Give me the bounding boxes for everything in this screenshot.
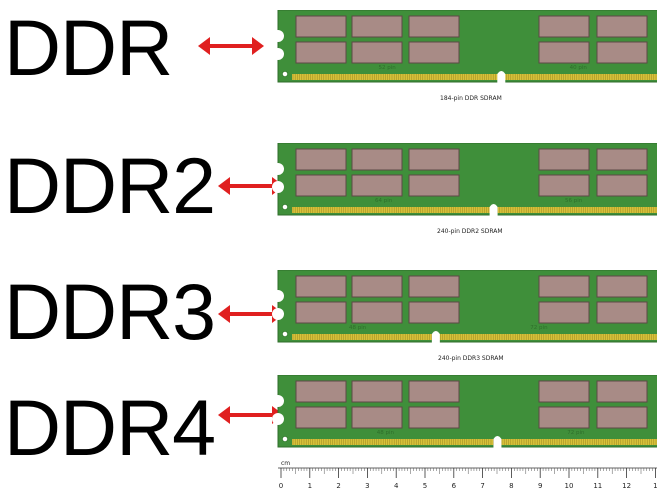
memory-chip [538, 301, 590, 324]
ram-module-board: 64 pin 56 pin [272, 143, 657, 216]
memory-chip [596, 406, 648, 429]
memory-chip [351, 148, 403, 171]
ruler-tick-label: 5 [423, 482, 427, 490]
ruler-tick-label: 4 [394, 482, 399, 490]
double-arrow-icon [198, 37, 264, 55]
ddr2-module: 64 pin 56 pin [272, 143, 657, 221]
ddr4-module: 48 pin 72 pin [272, 375, 657, 453]
ruler-tick-label: 7 [480, 482, 484, 490]
memory-chip [408, 301, 460, 324]
memory-chip [596, 174, 648, 197]
memory-chip [596, 301, 648, 324]
ruler-tick-label: 12 [622, 482, 631, 490]
memory-chip [408, 275, 460, 298]
ddr-caption: 184-pin DDR SDRAM [440, 95, 502, 102]
ruler-tick-label: 11 [593, 482, 602, 490]
ruler-tick-label: 8 [509, 482, 513, 490]
ruler-unit: cm [281, 460, 290, 467]
ram-module-board: 52 pin 40 pin [272, 10, 657, 83]
ruler-tick-label: 9 [538, 482, 542, 490]
key-notch [497, 71, 506, 83]
ddr-label: DDR [4, 3, 173, 92]
memory-chip [351, 301, 403, 324]
memory-chip [295, 275, 347, 298]
ruler-tick-label: 0 [279, 482, 283, 490]
memory-chip [295, 380, 347, 403]
memory-chip [538, 174, 590, 197]
gold-contacts [292, 74, 657, 80]
memory-chip [351, 174, 403, 197]
memory-chip [295, 301, 347, 324]
memory-chip [596, 148, 648, 171]
ruler-tick-label: 6 [452, 482, 457, 490]
memory-chip [408, 174, 460, 197]
memory-chip [351, 41, 403, 64]
right-pin-count: 72 pin [530, 325, 548, 331]
key-notch [489, 204, 498, 216]
ddr3-label: DDR3 [4, 267, 216, 356]
right-pin-count: 72 pin [567, 430, 585, 436]
memory-chip [538, 15, 590, 38]
ddr-module: 52 pin 40 pin [272, 10, 657, 88]
ruler-tick-label: 2 [336, 482, 340, 490]
ddr3-caption: 240-pin DDR3 SDRAM [438, 355, 504, 362]
memory-chip [295, 148, 347, 171]
memory-chip [351, 15, 403, 38]
ruler-tick-label: 1 [653, 482, 657, 490]
left-pin-count: 48 pin [377, 430, 395, 436]
gold-contacts [292, 334, 657, 340]
memory-chip [295, 41, 347, 64]
memory-chip [538, 41, 590, 64]
right-pin-count: 56 pin [565, 198, 583, 204]
ddr3-module: 48 pin 72 pin [272, 270, 657, 348]
memory-chip [295, 174, 347, 197]
ddr2-label: DDR2 [4, 141, 216, 230]
memory-chip [351, 275, 403, 298]
ddr2-caption: 240-pin DDR2 SDRAM [437, 228, 503, 235]
key-notch [431, 331, 440, 343]
memory-chip [408, 148, 460, 171]
ddr4-label: DDR4 [4, 383, 216, 472]
memory-chip [351, 406, 403, 429]
left-pin-count: 48 pin [349, 325, 367, 331]
ram-module-board: 48 pin 72 pin [272, 270, 657, 343]
memory-chip [538, 275, 590, 298]
gold-contacts [292, 207, 657, 213]
memory-chip [408, 406, 460, 429]
memory-chip [538, 406, 590, 429]
left-pin-count: 64 pin [375, 198, 393, 204]
gold-contacts [292, 439, 657, 445]
memory-chip [408, 380, 460, 403]
memory-chip [351, 380, 403, 403]
memory-chip [596, 15, 648, 38]
key-notch [493, 436, 502, 448]
right-pin-count: 40 pin [570, 65, 588, 71]
ruler-tick-label: 1 [308, 482, 312, 490]
memory-chip [295, 15, 347, 38]
ruler-tick-label: 3 [365, 482, 369, 490]
memory-chip [408, 41, 460, 64]
memory-chip [538, 380, 590, 403]
memory-chip [596, 41, 648, 64]
memory-chip [295, 406, 347, 429]
left-pin-count: 52 pin [378, 65, 396, 71]
ram-module-board: 48 pin 72 pin [272, 375, 657, 448]
memory-chip [596, 380, 648, 403]
memory-chip [596, 275, 648, 298]
memory-chip [408, 15, 460, 38]
ruler-tick-label: 10 [565, 482, 574, 490]
memory-chip [538, 148, 590, 171]
